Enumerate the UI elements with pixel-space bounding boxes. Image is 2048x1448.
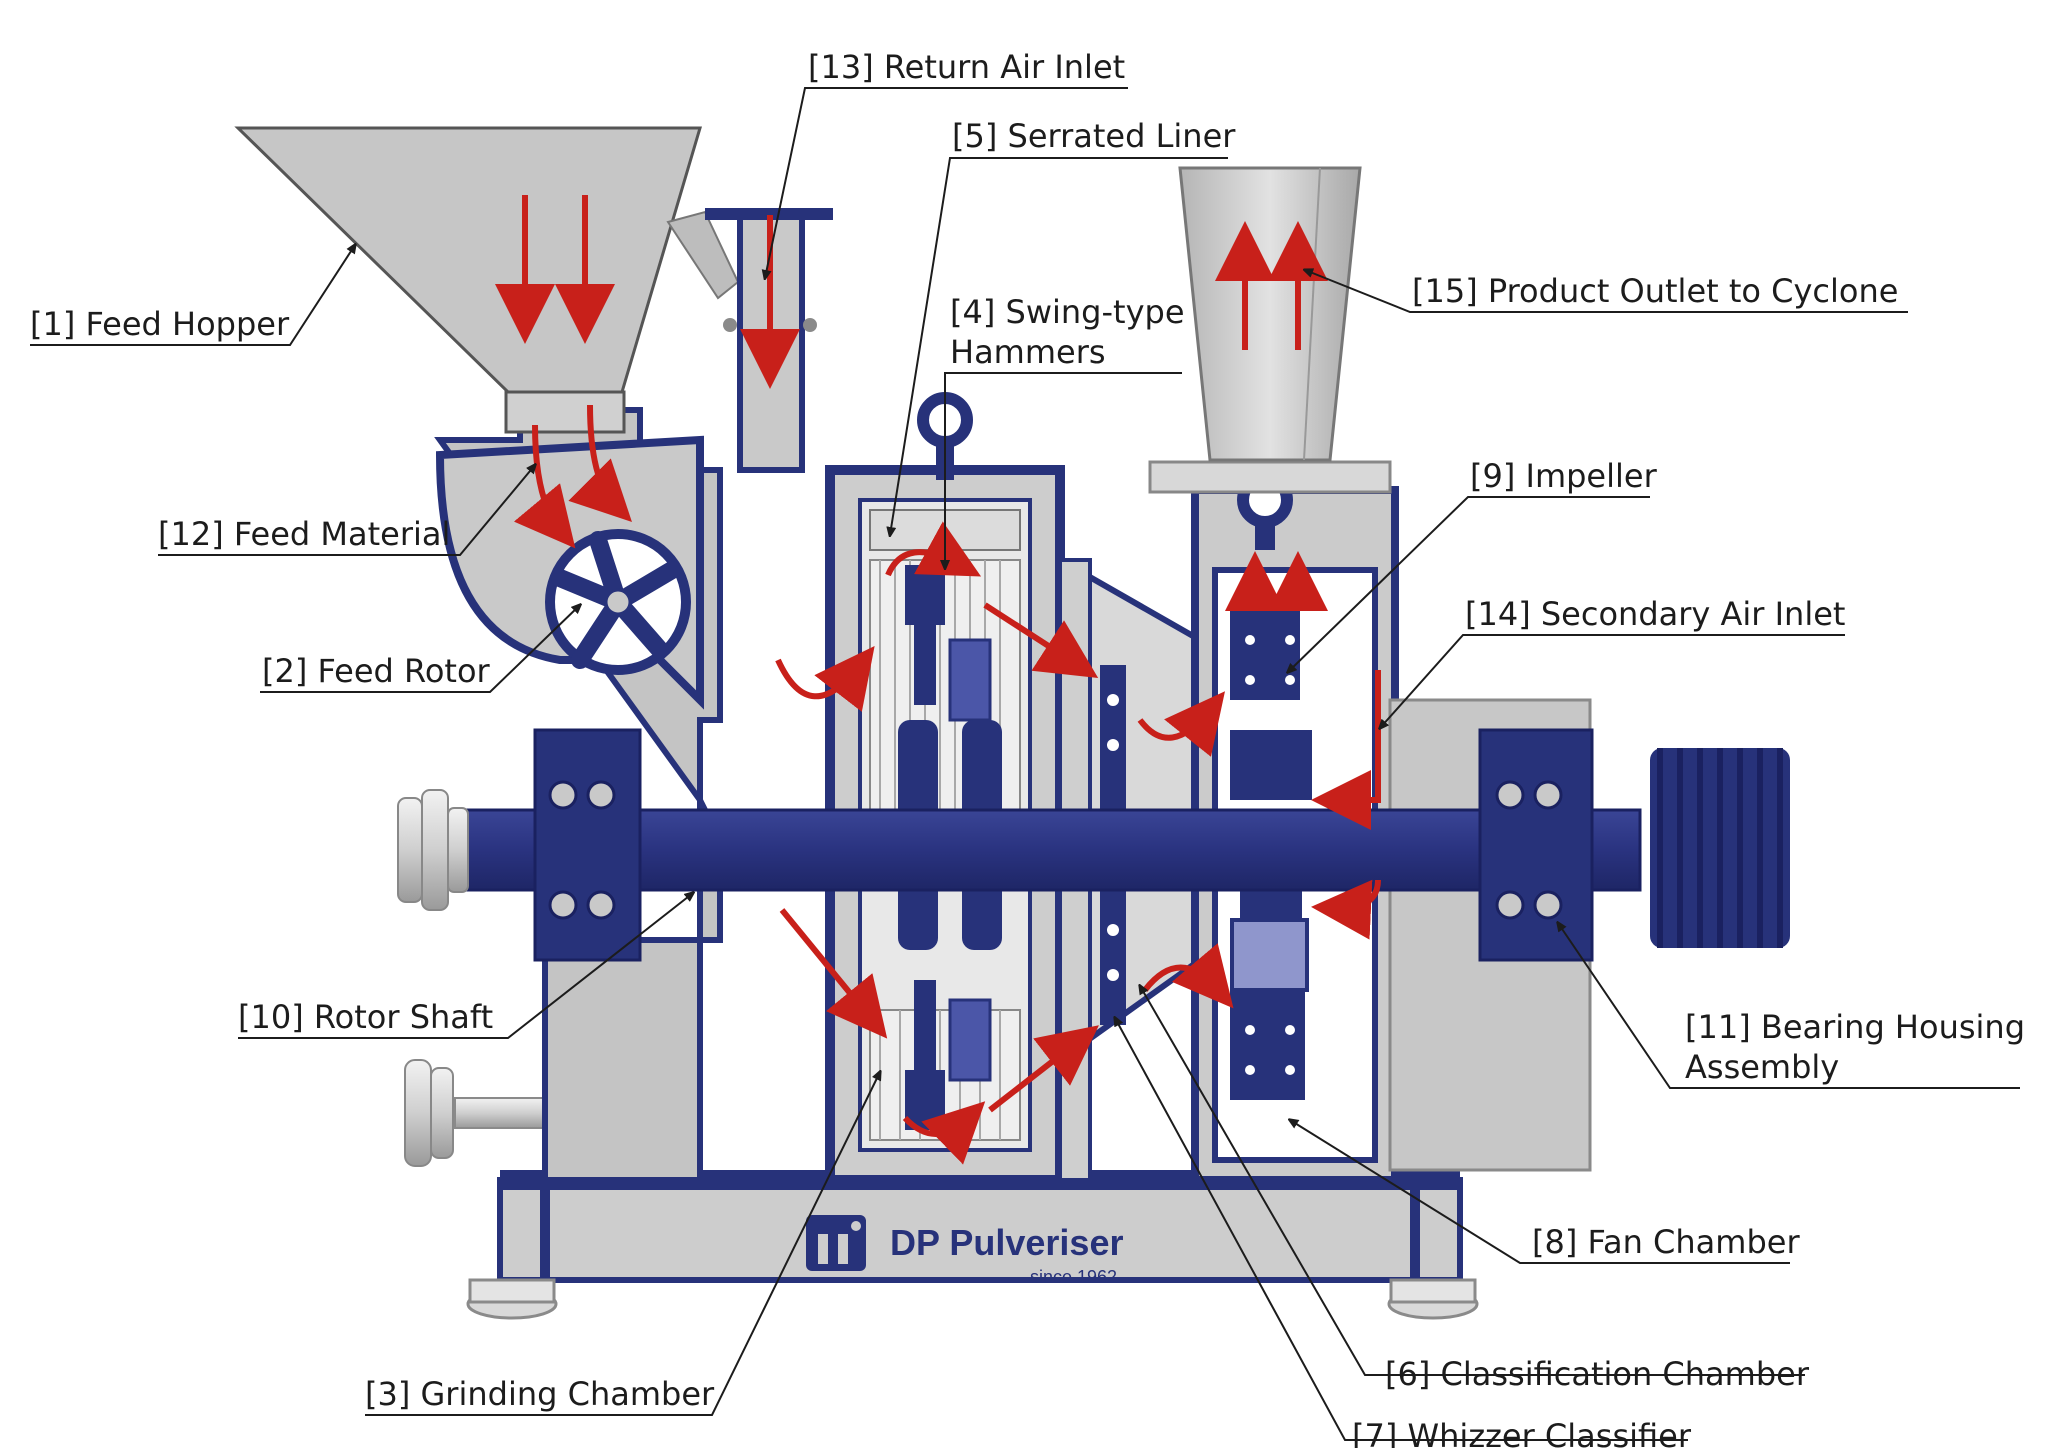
flow-arrow [1311,670,1381,830]
leader-return-air-inlet [765,87,1128,278]
flow-arrow [568,404,632,522]
label-impeller: [9] Impeller [1470,457,1658,495]
label-whizzer-classifier: [7] Whizzer Classifier [1352,1417,1692,1448]
label-return-air-inlet: [13] Return Air Inlet [808,48,1125,86]
label-swing-hammers-line2: Hammers [950,333,1106,371]
label-bearing-housing-line2: Assembly [1685,1048,1839,1086]
label-swing-hammers-line1: [4] Swing-type [950,293,1185,331]
leader-serrated-liner [890,157,1228,535]
label-feed-material: [12] Feed Material [158,515,450,553]
flow-arrow [1137,691,1225,757]
leader-secondary-air-inlet [1380,634,1845,728]
brand-name: DP Pulveriser [890,1222,1123,1263]
label-product-outlet: [15] Product Outlet to Cyclone [1412,272,1898,310]
bearing-housing-left [533,728,642,962]
label-grinding-chamber: [3] Grinding Chamber [365,1375,715,1413]
feed-hopper [234,126,740,434]
leader-whizzer-classifier [1115,1018,1688,1441]
leader-fan-chamber [1290,1120,1790,1264]
leader-swing-hammers [945,372,1182,568]
brand-since: since 1962 [1030,1267,1117,1287]
flow-arrow [885,521,982,577]
flow-arrow [1142,943,1234,1009]
flow-arrow [513,424,576,549]
flow-arrow [983,602,1099,679]
label-secondary-air-inlet: [14] Secondary Air Inlet [1465,595,1845,633]
flow-arrow [988,1025,1099,1113]
leader-lines [30,87,2020,1441]
brand-plate: DP Pulveriser since 1962 [806,1215,1123,1287]
leader-bearing-housing [1558,923,2020,1089]
feed-rotor [545,529,691,675]
leader-impeller [1288,496,1650,672]
dp-elephant-logo-icon [806,1215,866,1271]
bearing-housing-right [1478,728,1594,962]
label-fan-chamber: [8] Fan Chamber [1532,1223,1800,1261]
label-feed-hopper: [1] Feed Hopper [30,305,290,343]
label-rotor-shaft: [10] Rotor Shaft [238,998,493,1036]
flow-arrow [775,645,875,712]
leader-feed-material [158,465,535,556]
v-belt-pulley [1650,748,1790,948]
leader-classification-chamber [1140,986,1805,1376]
label-feed-rotor: [2] Feed Rotor [262,652,491,690]
leader-product-outlet [1305,270,1908,313]
label-serrated-liner: [5] Serrated Liner [952,117,1236,155]
flow-arrow [779,908,888,1039]
leader-feed-rotor [260,605,580,693]
flow-arrow [902,1101,986,1165]
leader-feed-hopper [30,245,355,346]
flow-arrows [495,195,1381,1165]
product-outlet [1148,166,1392,494]
leader-grinding-chamber [365,1072,880,1416]
label-bearing-housing-line1: [11] Bearing Housing [1685,1008,2025,1046]
label-classification-chamber: [6] Classification Chamber [1385,1355,1810,1393]
flow-arrow [1311,879,1381,940]
callout-labels: [1] Feed Hopper [2] Feed Rotor [3] Grind… [30,48,2025,1448]
rotor-shaft [397,748,1790,948]
leader-rotor-shaft [238,893,693,1039]
